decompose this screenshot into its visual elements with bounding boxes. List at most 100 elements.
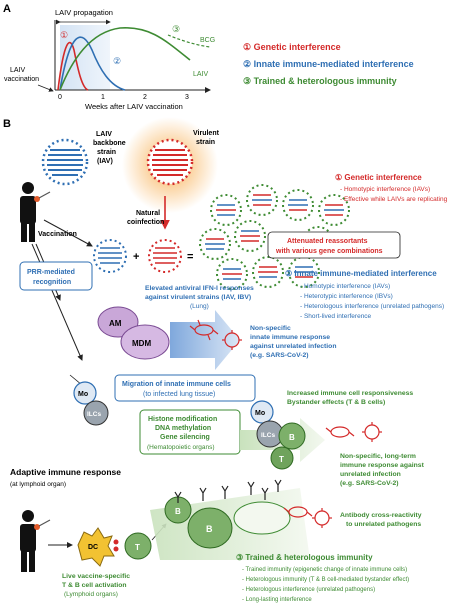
increased-l1: Increased immune cell responsiveness	[287, 390, 413, 397]
trained-item-1: - Trained immunity (epigenetic change of…	[242, 567, 407, 573]
person-icon	[20, 182, 51, 242]
cluster-ilcs-label: ILCs	[261, 432, 275, 439]
dc-cell	[77, 527, 115, 567]
migration-l1: Migration of innate immune cells	[122, 381, 231, 388]
am-label: AM	[109, 319, 122, 328]
prr-l1: PRR-mediated	[27, 269, 75, 276]
mo-cell	[73, 381, 97, 405]
nonspecific-innate-l4: (e.g. SARS-CoV-2)	[250, 352, 309, 359]
cluster-b-label: B	[289, 433, 295, 442]
antibody-icons	[174, 479, 282, 503]
longterm-l4: (e.g. SARS-CoV-2)	[340, 480, 399, 487]
trained-item-4: - Long-lasting interference	[242, 597, 312, 603]
adaptive-b-cell-large	[187, 507, 233, 549]
arrow-to-macrophage	[31, 243, 83, 361]
virus-icon	[222, 330, 242, 350]
ilcs-label: ILCs	[87, 411, 101, 418]
marker-2: ②	[113, 56, 121, 66]
genetic-item-2: - Effective while LAIVs are replicating	[340, 196, 448, 203]
propagation-shade	[60, 25, 110, 90]
legend-innate: ② Innate immune-mediated interference	[243, 59, 414, 69]
histone-l2: DNA methylation	[155, 425, 211, 432]
cluster-b-cell	[278, 422, 306, 450]
marker-3: ③	[172, 24, 180, 34]
x-tick-0: 0	[58, 94, 62, 101]
x-tick-3: 3	[185, 94, 189, 101]
increased-l2: Bystander effects (T & B cells)	[287, 399, 385, 406]
panel-a-label: A	[3, 3, 11, 15]
genetic-curve	[57, 41, 89, 91]
attenuated-l2: with various gene combinations	[275, 248, 383, 255]
x-tick-2: 2	[143, 94, 147, 101]
panel-b-label: B	[3, 118, 11, 130]
live-vaccine-l2: T & B cell activation	[62, 582, 127, 589]
adaptive-b-large-label: B	[206, 524, 213, 534]
innate-item-3: - Heterologous interference (unrelated p…	[300, 303, 444, 310]
virus-icon-2	[362, 422, 382, 442]
longterm-l1: Non-specific, long-term	[340, 453, 416, 460]
histone-l3: Gene silencing	[160, 434, 210, 441]
coinfection-blue-virion	[93, 239, 127, 273]
virulent-virion	[146, 138, 194, 186]
curve-bcg-label: BCG	[200, 37, 215, 44]
innate-item-4: - Short-lived interference	[300, 313, 372, 320]
longterm-l2: immune response against	[340, 462, 425, 469]
mdm-label: MDM	[132, 339, 151, 348]
laiv-strain-l4: (IAV)	[97, 158, 113, 165]
antibody-l1: Antibody cross-reactivity	[340, 512, 422, 519]
laiv-vaccination-line2: vaccination	[4, 76, 39, 83]
virulent-strain-l1: Virulent	[193, 130, 220, 137]
trained-item-3: - Heterologous interference (unrelated p…	[242, 587, 375, 593]
attenuated-l1: Attenuated reassortants	[287, 238, 368, 245]
laiv-propagation-label: LAIV propagation	[55, 8, 113, 17]
natural-coinfection-l1: Natural	[136, 210, 160, 217]
laiv-strain-l2: backbone	[93, 140, 126, 147]
nonspecific-innate-l3: against unrelated infection	[250, 343, 337, 350]
arrow-to-coinfection	[43, 219, 93, 247]
attenuated-box	[267, 231, 401, 259]
migration-l2: (to infected lung tissue)	[143, 391, 215, 398]
pathogen-icon-2	[325, 426, 355, 438]
mo-label: Mo	[78, 391, 88, 398]
cluster-t-label: T	[279, 455, 284, 464]
innate-title: ② Innate immune-mediated interference	[285, 269, 437, 278]
legend-trained: ③ Trained & heterologous immunity	[243, 76, 397, 86]
ifn-l1: Elevated antiviral IFN-I responses	[145, 285, 254, 292]
synapse-dot-1	[113, 539, 119, 545]
genetic-item-1: - Homotypic interference (IAVs)	[340, 186, 430, 193]
adaptive-t-label: T	[135, 543, 140, 552]
equals-sign: =	[187, 251, 193, 263]
cluster-mo-label: Mo	[255, 410, 265, 417]
curve-laiv-label: LAIV	[193, 71, 209, 78]
virus-icon-3	[312, 508, 332, 528]
prr-box	[19, 261, 93, 291]
trained-title: ③ Trained & heterologous immunity	[236, 553, 373, 562]
legend-genetic: ① Genetic interference	[243, 42, 341, 52]
histone-l4: (Hematopoietic organs)	[147, 444, 215, 451]
innate-item-2: - Heterotypic interference (IBVs)	[300, 293, 393, 300]
prr-l2: recognition	[33, 279, 71, 286]
longterm-l3: unrelated infection	[340, 471, 401, 478]
genetic-title: ① Genetic interference	[335, 173, 422, 182]
ilcs-cell	[83, 400, 109, 426]
live-vaccine-l1: Live vaccine-specific	[62, 573, 130, 580]
live-vaccine-l3: (Lymphoid organs)	[64, 591, 118, 598]
adaptive-t-cell	[124, 532, 152, 560]
natural-coinfection-l2: coinfection	[127, 219, 164, 226]
migration-box	[114, 374, 256, 402]
innate-item-1: - Homotypic interference (IAVs)	[300, 283, 390, 290]
ifn-l3: (Lung)	[190, 303, 209, 310]
laiv-virion	[41, 138, 89, 186]
ifn-l2: against virulent strains (IAV, IBV)	[145, 294, 251, 301]
x-tick-1: 1	[101, 94, 105, 101]
nonspecific-innate-l2: innate immune response	[250, 334, 330, 341]
vaccination-label: Vaccination	[38, 231, 77, 238]
cluster-t-cell	[270, 446, 294, 470]
cluster-mo-cell	[250, 400, 274, 424]
adaptive-title: Adaptive immune response	[10, 467, 121, 477]
trained-item-2: - Heterologous immunity (T & B cell-medi…	[242, 577, 409, 583]
laiv-strain-l3: strain	[97, 149, 116, 156]
vaccination-pointer	[37, 84, 54, 92]
adaptive-sub: (at lymphoid organ)	[10, 481, 66, 488]
